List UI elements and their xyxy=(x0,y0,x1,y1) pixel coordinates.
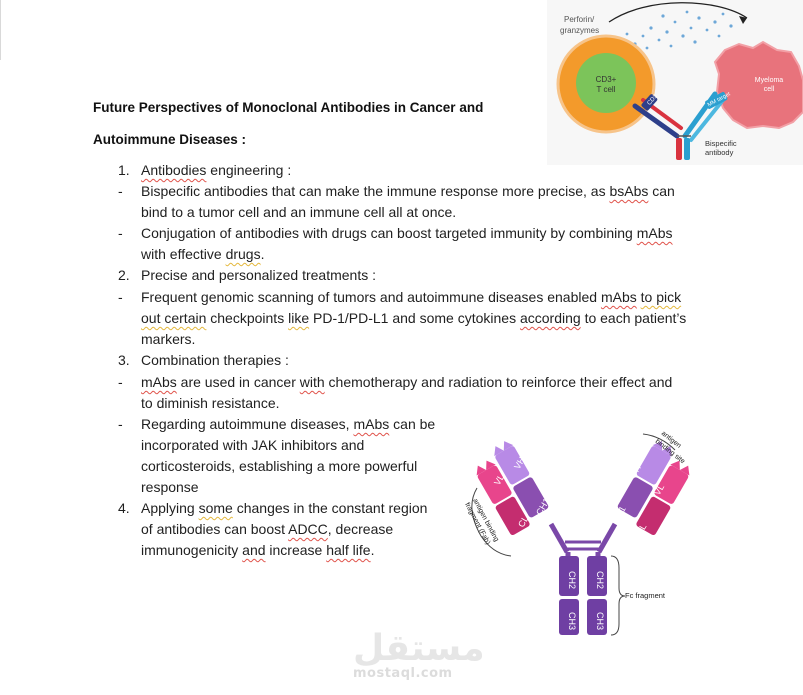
fc-fragment-label: Fc fragment xyxy=(625,591,666,600)
granzymes-label: granzymes xyxy=(560,26,599,35)
watermark-logo-arabic: مستقل xyxy=(353,628,485,669)
paragraph-line: out certain checkpoints like PD-1/PD-L1 … xyxy=(141,310,687,326)
bispecific-label-2: antibody xyxy=(705,148,734,157)
paragraph-line: Applying some changes in the constant re… xyxy=(141,500,428,516)
ch2-label-right: CH2 xyxy=(595,571,605,589)
bullet-dash: - xyxy=(118,416,123,432)
watermark-logo-latin: mostaql.com xyxy=(353,666,453,681)
myeloma-label-2: cell xyxy=(764,86,775,93)
paragraph-line: Conjugation of antibodies with drugs can… xyxy=(141,225,673,241)
list-number: 3. xyxy=(118,352,130,368)
t-cell-nucleus xyxy=(576,53,636,113)
ch3-left xyxy=(559,599,579,635)
paragraph-line: Bispecific antibodies that can make the … xyxy=(141,183,675,199)
t-cell-label-1: CD3+ xyxy=(596,75,617,84)
t-cell-label-2: T cell xyxy=(597,85,616,94)
bullet-dash: - xyxy=(118,183,123,199)
paragraph-line: Regarding autoimmune diseases, mAbs can … xyxy=(141,416,436,432)
ch3-label-right: CH3 xyxy=(595,612,605,630)
page-title-line-1: Future Perspectives of Monoclonal Antibo… xyxy=(93,100,484,115)
paragraph-line: response xyxy=(141,479,199,495)
myeloma-cell xyxy=(713,40,803,130)
paragraph-line: markers. xyxy=(141,331,196,347)
bispecific-label-1: Bispecific xyxy=(705,139,737,148)
bispecific-antibody: CD3 MM target xyxy=(632,91,732,160)
paragraph-line: to diminish resistance. xyxy=(141,395,280,411)
bullet-dash: - xyxy=(118,289,123,305)
paragraph-line: Frequent genomic scanning of tumors and … xyxy=(141,289,682,305)
ch2-label-left: CH2 xyxy=(567,571,577,589)
list-item-heading: Antibodies engineering : xyxy=(141,162,292,178)
ch2-right xyxy=(587,556,607,596)
ch3-right xyxy=(587,599,607,635)
page-title-line-2: Autoimmune Diseases : xyxy=(93,132,247,147)
ch2-left xyxy=(559,556,579,596)
bullet-dash: - xyxy=(118,374,123,390)
myeloma-label-1: Myeloma xyxy=(755,77,784,84)
cl-label-left: CL xyxy=(516,514,530,529)
perforin-label: Perforin/ xyxy=(564,15,595,24)
page-margin-line xyxy=(0,0,5,60)
ch3-label-left: CH3 xyxy=(567,612,577,630)
list-number: 4. xyxy=(118,500,130,516)
antibody-structure-diagram: VH VL CH1 CL VH VL CH1 CL CH2 CH2 CH3 CH… xyxy=(463,430,690,636)
bispecific-antibody-figure: Perforin/ granzymes CD3+ T cell Myeloma … xyxy=(547,0,803,165)
vl-label-left: VL xyxy=(492,472,506,487)
paragraph-line: bind to a tumor cell and an immune cell … xyxy=(141,204,457,220)
list-number: 2. xyxy=(118,267,130,283)
paragraph-line: incorporated with JAK inhibitors and xyxy=(141,437,365,453)
paragraph-line: with effective drugs. xyxy=(141,246,265,262)
cl-label-right: CL xyxy=(634,522,648,537)
paragraph-line: mAbs are used in cancer with chemotherap… xyxy=(141,374,673,390)
list-item-heading: Precise and personalized treatments : xyxy=(141,267,377,283)
vl-label-right: VL xyxy=(652,482,666,497)
paragraph-line: corticosteroids, establishing a more pow… xyxy=(141,458,418,474)
paragraph-line: immunogenicity and increase half life. xyxy=(141,542,375,558)
list-item-heading: Combination therapies : xyxy=(141,352,289,368)
list-number: 1. xyxy=(118,162,130,178)
paragraph-line: of antibodies can boost ADCC, decrease xyxy=(141,521,394,537)
bullet-dash: - xyxy=(118,225,123,241)
